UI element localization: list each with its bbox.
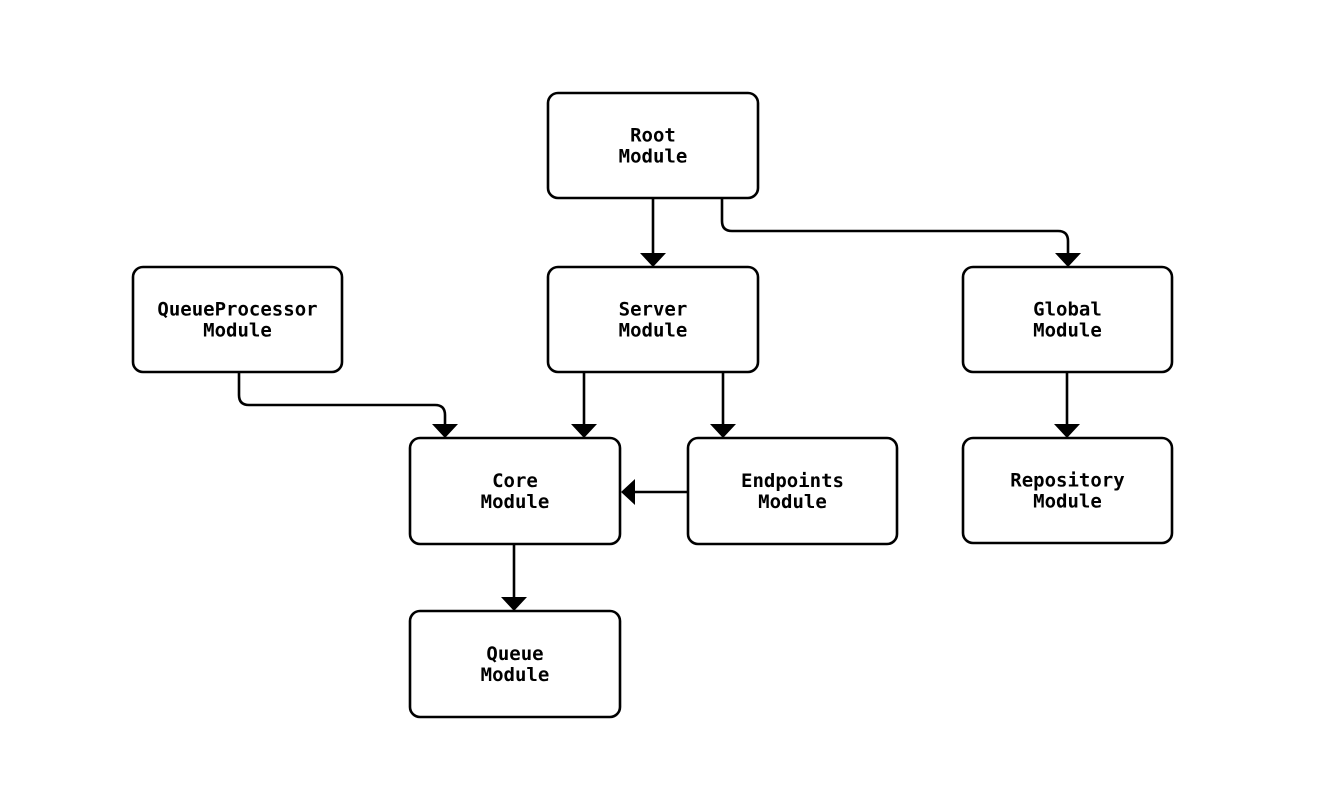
node-label-line2: Module	[1033, 320, 1102, 342]
arrowhead-icon	[621, 479, 635, 505]
arrowhead-icon	[571, 424, 597, 438]
node-label-line1: Endpoints	[741, 470, 844, 492]
edge-line	[720, 198, 1070, 255]
node-label-line1: Core	[492, 470, 538, 492]
node-box	[961, 265, 1174, 374]
edge-line	[237, 372, 447, 426]
arrowhead-icon	[1054, 424, 1080, 438]
arrowhead-icon	[640, 253, 666, 267]
edge-server-to-core	[571, 372, 597, 438]
node-label-line1: QueueProcessor	[157, 299, 317, 321]
edge-global-to-repository	[1054, 372, 1080, 438]
node-label-line1: Repository	[1010, 470, 1124, 492]
node-label-line1: Root	[630, 125, 676, 147]
arrowhead-icon	[1055, 253, 1081, 267]
node-label-line1: Queue	[486, 643, 543, 665]
edge-root-to-server	[640, 198, 666, 267]
node-box	[546, 265, 760, 374]
edge-server-to-endpoints	[710, 372, 736, 438]
edge-queueprocessor-to-core	[237, 372, 458, 438]
arrowhead-icon	[432, 424, 458, 438]
node-box	[408, 609, 622, 719]
node-label-line2: Module	[481, 664, 550, 686]
edge-core-to-queue	[501, 544, 527, 611]
node-label-line2: Module	[619, 146, 688, 168]
edge-endpoints-to-core	[621, 479, 688, 505]
node-label-line2: Module	[1033, 491, 1102, 513]
edges-layer	[237, 198, 1081, 611]
arrowhead-icon	[501, 597, 527, 611]
edge-root-to-global	[720, 198, 1081, 267]
node-box	[546, 91, 760, 200]
node-label-line2: Module	[481, 491, 550, 513]
node-label-line2: Module	[203, 320, 272, 342]
node-box	[961, 436, 1174, 545]
nodes-layer: RootModuleQueueProcessorModuleServerModu…	[131, 91, 1174, 719]
node-box	[686, 436, 899, 546]
node-box	[131, 265, 344, 374]
arrowhead-icon	[710, 424, 736, 438]
node-label-line1: Global	[1033, 299, 1102, 321]
node-label-line2: Module	[758, 491, 827, 513]
node-label-line2: Module	[619, 320, 688, 342]
node-label-line1: Server	[619, 299, 688, 321]
node-box	[408, 436, 622, 546]
